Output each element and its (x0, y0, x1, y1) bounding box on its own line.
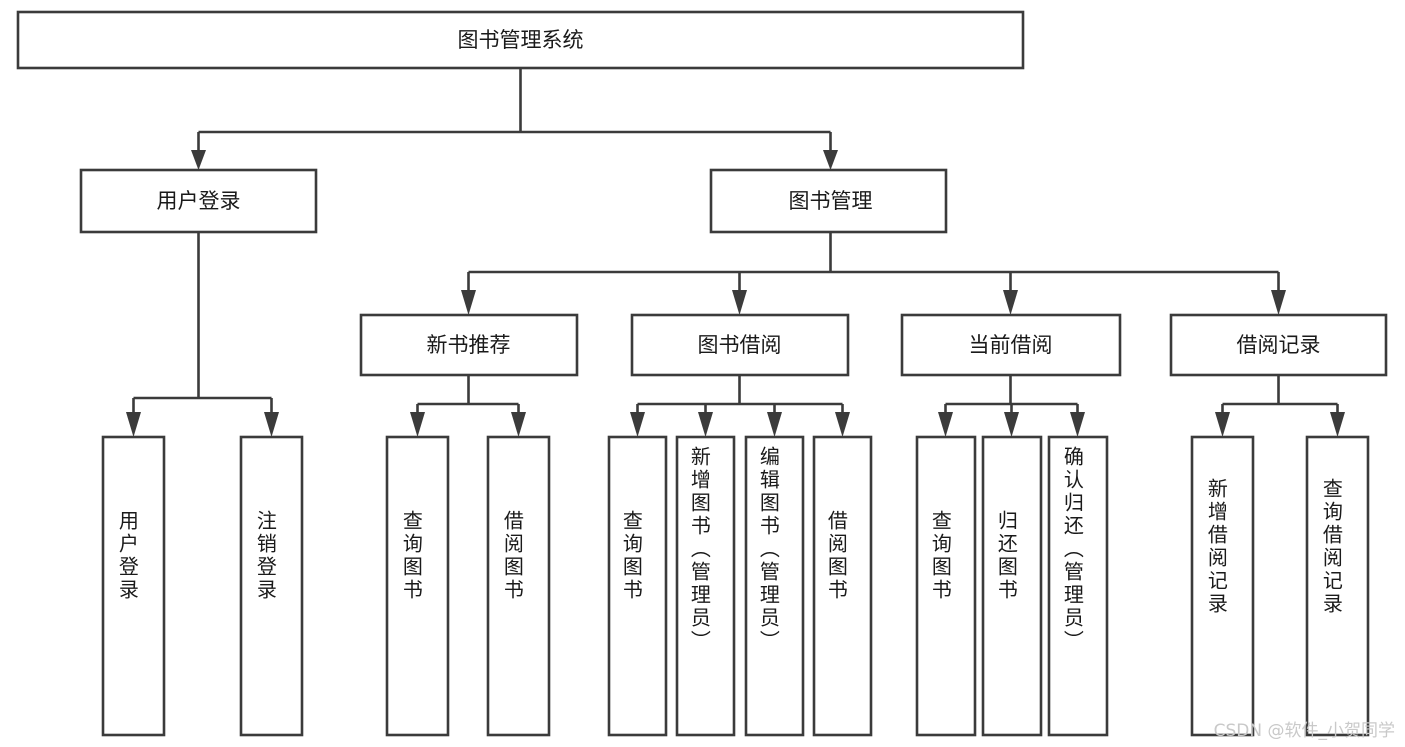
label-current-borrow: 当前借阅 (969, 333, 1053, 357)
node-leaf-bb-add-book-admin[interactable] (675, 435, 736, 737)
label-book-borrow: 图书借阅 (698, 333, 782, 357)
node-user-login[interactable] (79, 168, 318, 234)
arrowhead-nb-leaf-2 (511, 412, 526, 437)
arrowhead-to-current-borrow (1003, 290, 1018, 315)
node-leaf-logout[interactable] (239, 435, 304, 737)
node-leaf-bb-query-book[interactable] (607, 435, 668, 737)
node-leaf-cb-query-book[interactable] (915, 435, 977, 737)
arrowhead-to-user-login (191, 150, 206, 170)
label-borrow-record: 借阅记录 (1237, 333, 1321, 357)
node-root-book-management-system[interactable] (16, 10, 1025, 70)
node-book-borrow[interactable] (630, 313, 850, 377)
node-new-book-recommend[interactable] (359, 313, 579, 377)
arrowhead-nb-leaf-1 (410, 412, 425, 437)
arrowhead-cb-leaf-2 (1004, 412, 1019, 437)
csdn-watermark: CSDN @软件_小贺同学 (1213, 721, 1395, 741)
node-current-borrow[interactable] (900, 313, 1122, 377)
node-leaf-bb-borrow-book[interactable] (812, 435, 873, 737)
node-leaf-br-query-record[interactable] (1305, 435, 1370, 737)
arrowhead-login-leaf-2 (264, 412, 279, 437)
node-leaf-br-add-record[interactable] (1190, 435, 1255, 737)
arrowhead-br-leaf-2 (1330, 412, 1345, 437)
arrowhead-bb-leaf-4 (835, 412, 850, 437)
node-leaf-nb-query-book[interactable] (385, 435, 450, 737)
arrowhead-login-leaf-1 (126, 412, 141, 437)
arrowhead-br-leaf-1 (1215, 412, 1230, 437)
node-leaf-user-login[interactable] (101, 435, 166, 737)
arrowhead-to-new-book (461, 290, 476, 315)
arrowhead-to-book-management (823, 150, 838, 170)
label-root-book-management-system: 图书管理系统 (458, 28, 584, 52)
node-leaf-cb-return-book[interactable] (981, 435, 1043, 737)
node-leaf-bb-edit-book-admin[interactable] (744, 435, 805, 737)
label-user-login: 用户登录 (157, 189, 241, 213)
arrowhead-cb-leaf-1 (938, 412, 953, 437)
connectors-layer (126, 68, 1345, 437)
boxes-layer (16, 10, 1388, 737)
arrowhead-bb-leaf-3 (767, 412, 782, 437)
arrowhead-bb-leaf-2 (698, 412, 713, 437)
arrowhead-to-borrow-record (1271, 290, 1286, 315)
label-new-book-recommend: 新书推荐 (427, 333, 511, 357)
label-book-management: 图书管理 (789, 189, 873, 213)
arrowhead-to-book-borrow (732, 290, 747, 315)
node-leaf-nb-borrow-book[interactable] (486, 435, 551, 737)
node-borrow-record[interactable] (1169, 313, 1388, 377)
node-book-management[interactable] (709, 168, 948, 234)
node-leaf-cb-confirm-return-admin[interactable] (1047, 435, 1109, 737)
horizontal-labels-layer: 图书管理系统 用户登录 图书管理 新书推荐 图书借阅 当前借阅 借阅记录 (157, 28, 1321, 357)
arrowhead-bb-leaf-1 (630, 412, 645, 437)
arrowhead-cb-leaf-3 (1070, 412, 1085, 437)
